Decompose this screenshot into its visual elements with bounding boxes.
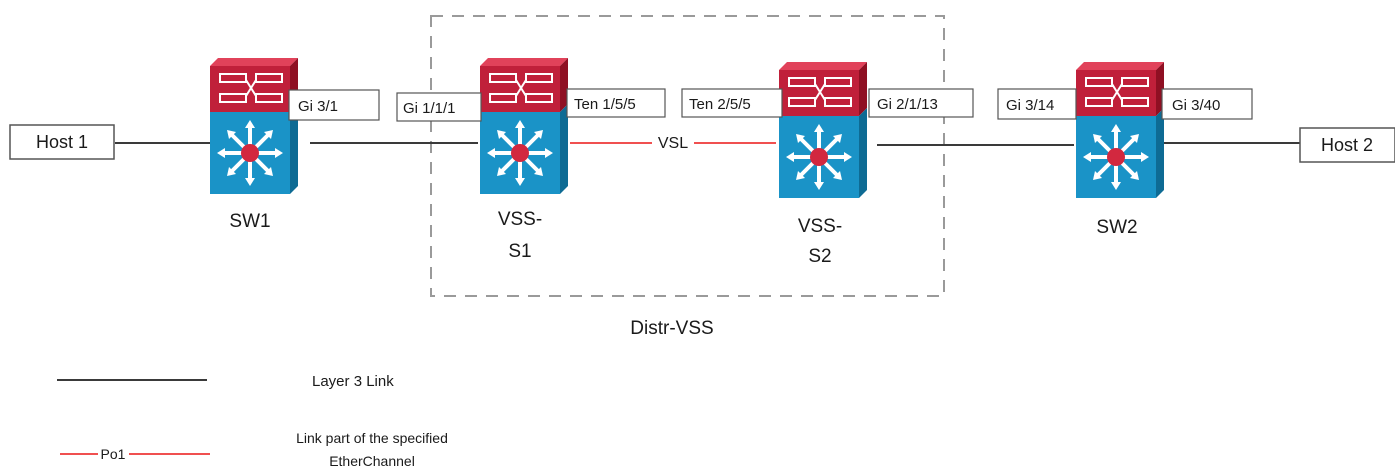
vss-s2-label-line1: VSS- — [798, 216, 842, 237]
legend-layer3-text: Layer 3 Link — [312, 373, 394, 390]
port-s1-ten: Ten 1/5/5 — [574, 96, 636, 113]
vss-s1-label-line2: S1 — [508, 241, 531, 262]
multilayer-switch-icon — [1074, 60, 1166, 200]
vss-s1-label-line1: VSS- — [498, 209, 542, 230]
port-box-sw2-right — [1161, 88, 1253, 120]
multilayer-switch-icon — [478, 56, 570, 196]
port-box-s1-gi — [396, 92, 482, 122]
port-box-s2-ten — [681, 88, 783, 118]
port-box-s1-ten — [566, 88, 666, 118]
host1-label: Host 1 — [36, 132, 88, 152]
port-sw2-gi-left: Gi 3/14 — [1006, 97, 1054, 114]
port-box-s2-gi — [868, 88, 974, 118]
port-s2-gi: Gi 2/1/13 — [877, 96, 938, 113]
host1-box — [9, 124, 115, 160]
vsl-label: VSL — [658, 135, 688, 152]
sw2-label: SW2 — [1096, 217, 1137, 238]
host2-label: Host 2 — [1321, 135, 1373, 155]
multilayer-switch-icon — [208, 56, 300, 196]
distr-vss-boundary — [430, 15, 945, 297]
legend-etherchannel-line2: EtherChannel — [329, 453, 415, 469]
distr-vss-label: Distr-VSS — [630, 318, 713, 339]
vss-s2-label-line2: S2 — [808, 246, 831, 267]
multilayer-switch-icon — [777, 60, 869, 200]
sw1-label: SW1 — [229, 211, 270, 232]
legend-po-label: Po1 — [101, 446, 126, 462]
host2-box — [1299, 127, 1395, 163]
port-s2-ten: Ten 2/5/5 — [689, 96, 751, 113]
legend-etherchannel-line1: Link part of the specified — [296, 430, 448, 446]
port-sw2-gi-right: Gi 3/40 — [1172, 97, 1220, 114]
port-box-sw1 — [288, 89, 380, 121]
port-s1-gi: Gi 1/1/1 — [403, 100, 456, 117]
port-box-sw2-left — [997, 88, 1077, 120]
port-sw1-gi: Gi 3/1 — [298, 98, 338, 115]
